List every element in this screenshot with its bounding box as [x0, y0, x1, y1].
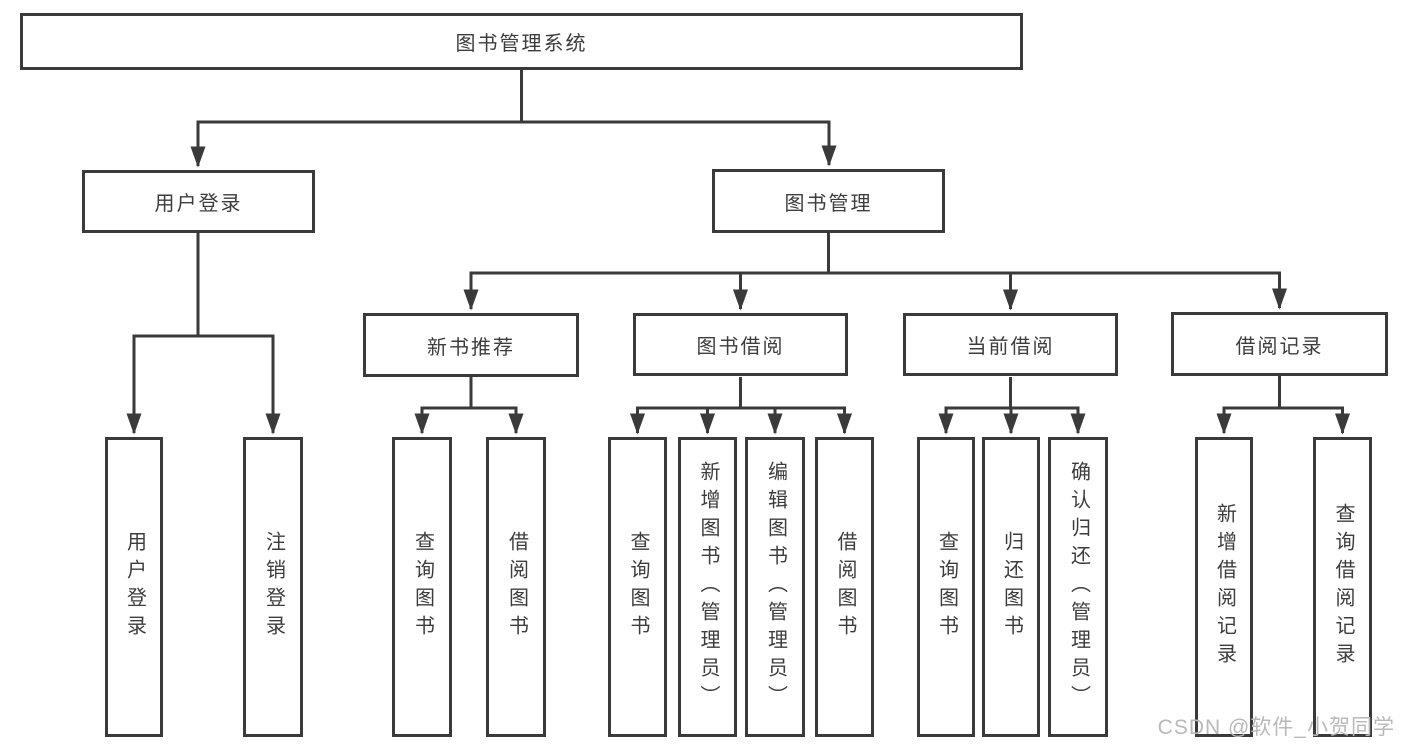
- node-nbr-borrow-book: 借阅图书: [486, 437, 546, 737]
- leaf-label: 借阅图书: [505, 531, 528, 643]
- node-borrow-records: 借阅记录: [1171, 312, 1388, 376]
- node-book-borrow: 图书借阅: [633, 313, 848, 376]
- node-book-management-label: 图书管理: [784, 192, 873, 215]
- node-current-borrow: 当前借阅: [903, 313, 1118, 376]
- leaf-label: 归还图书: [1000, 531, 1023, 643]
- node-leaf-user-login: 用户登录: [105, 437, 163, 737]
- leaf-label: 编辑图书（管理员）: [764, 461, 787, 713]
- node-root: 图书管理系统: [20, 13, 1023, 70]
- node-user-login-label: 用户登录: [154, 193, 243, 215]
- leaf-label: 查询图书: [627, 531, 649, 643]
- node-cb-return-book: 归还图书: [982, 437, 1040, 737]
- leaf-label: 注销登录: [262, 531, 285, 643]
- node-new-book-recommend-label: 新书推荐: [427, 336, 515, 359]
- node-root-label: 图书管理系统: [455, 33, 588, 55]
- node-borrow-records-label: 借阅记录: [1235, 335, 1324, 358]
- leaf-label: 新增借阅记录: [1213, 503, 1236, 671]
- node-leaf-logout: 注销登录: [243, 437, 303, 737]
- node-bb-query-book: 查询图书: [608, 437, 667, 737]
- csdn-watermark: CSDN @软件_小贺同学: [1157, 716, 1395, 739]
- node-cb-confirm-return-admin: 确认归还（管理员）: [1048, 437, 1108, 737]
- leaf-label: 查询图书: [411, 531, 434, 643]
- leaf-label: 借阅图书: [834, 531, 856, 643]
- node-book-borrow-label: 图书借阅: [696, 336, 785, 358]
- node-new-book-recommend: 新书推荐: [363, 313, 579, 377]
- leaf-label: 确认归还（管理员）: [1067, 461, 1090, 713]
- node-cb-query-book: 查询图书: [917, 437, 975, 737]
- leaf-label: 查询借阅记录: [1332, 503, 1354, 671]
- leaf-label: 查询图书: [935, 531, 958, 643]
- node-br-add-record: 新增借阅记录: [1195, 437, 1253, 737]
- node-user-login: 用户登录: [82, 170, 315, 233]
- node-current-borrow-label: 当前借阅: [966, 336, 1055, 358]
- node-br-query-record: 查询借阅记录: [1313, 437, 1372, 737]
- node-bb-borrow-book: 借阅图书: [815, 437, 874, 737]
- leaf-label: 用户登录: [123, 531, 146, 643]
- leaf-label: 新增图书（管理员）: [697, 461, 719, 713]
- node-bb-add-book-admin: 新增图书（管理员）: [678, 437, 737, 737]
- node-bb-edit-book-admin: 编辑图书（管理员）: [745, 437, 805, 737]
- node-nbr-query-book: 查询图书: [392, 437, 452, 737]
- node-book-management: 图书管理: [712, 169, 945, 233]
